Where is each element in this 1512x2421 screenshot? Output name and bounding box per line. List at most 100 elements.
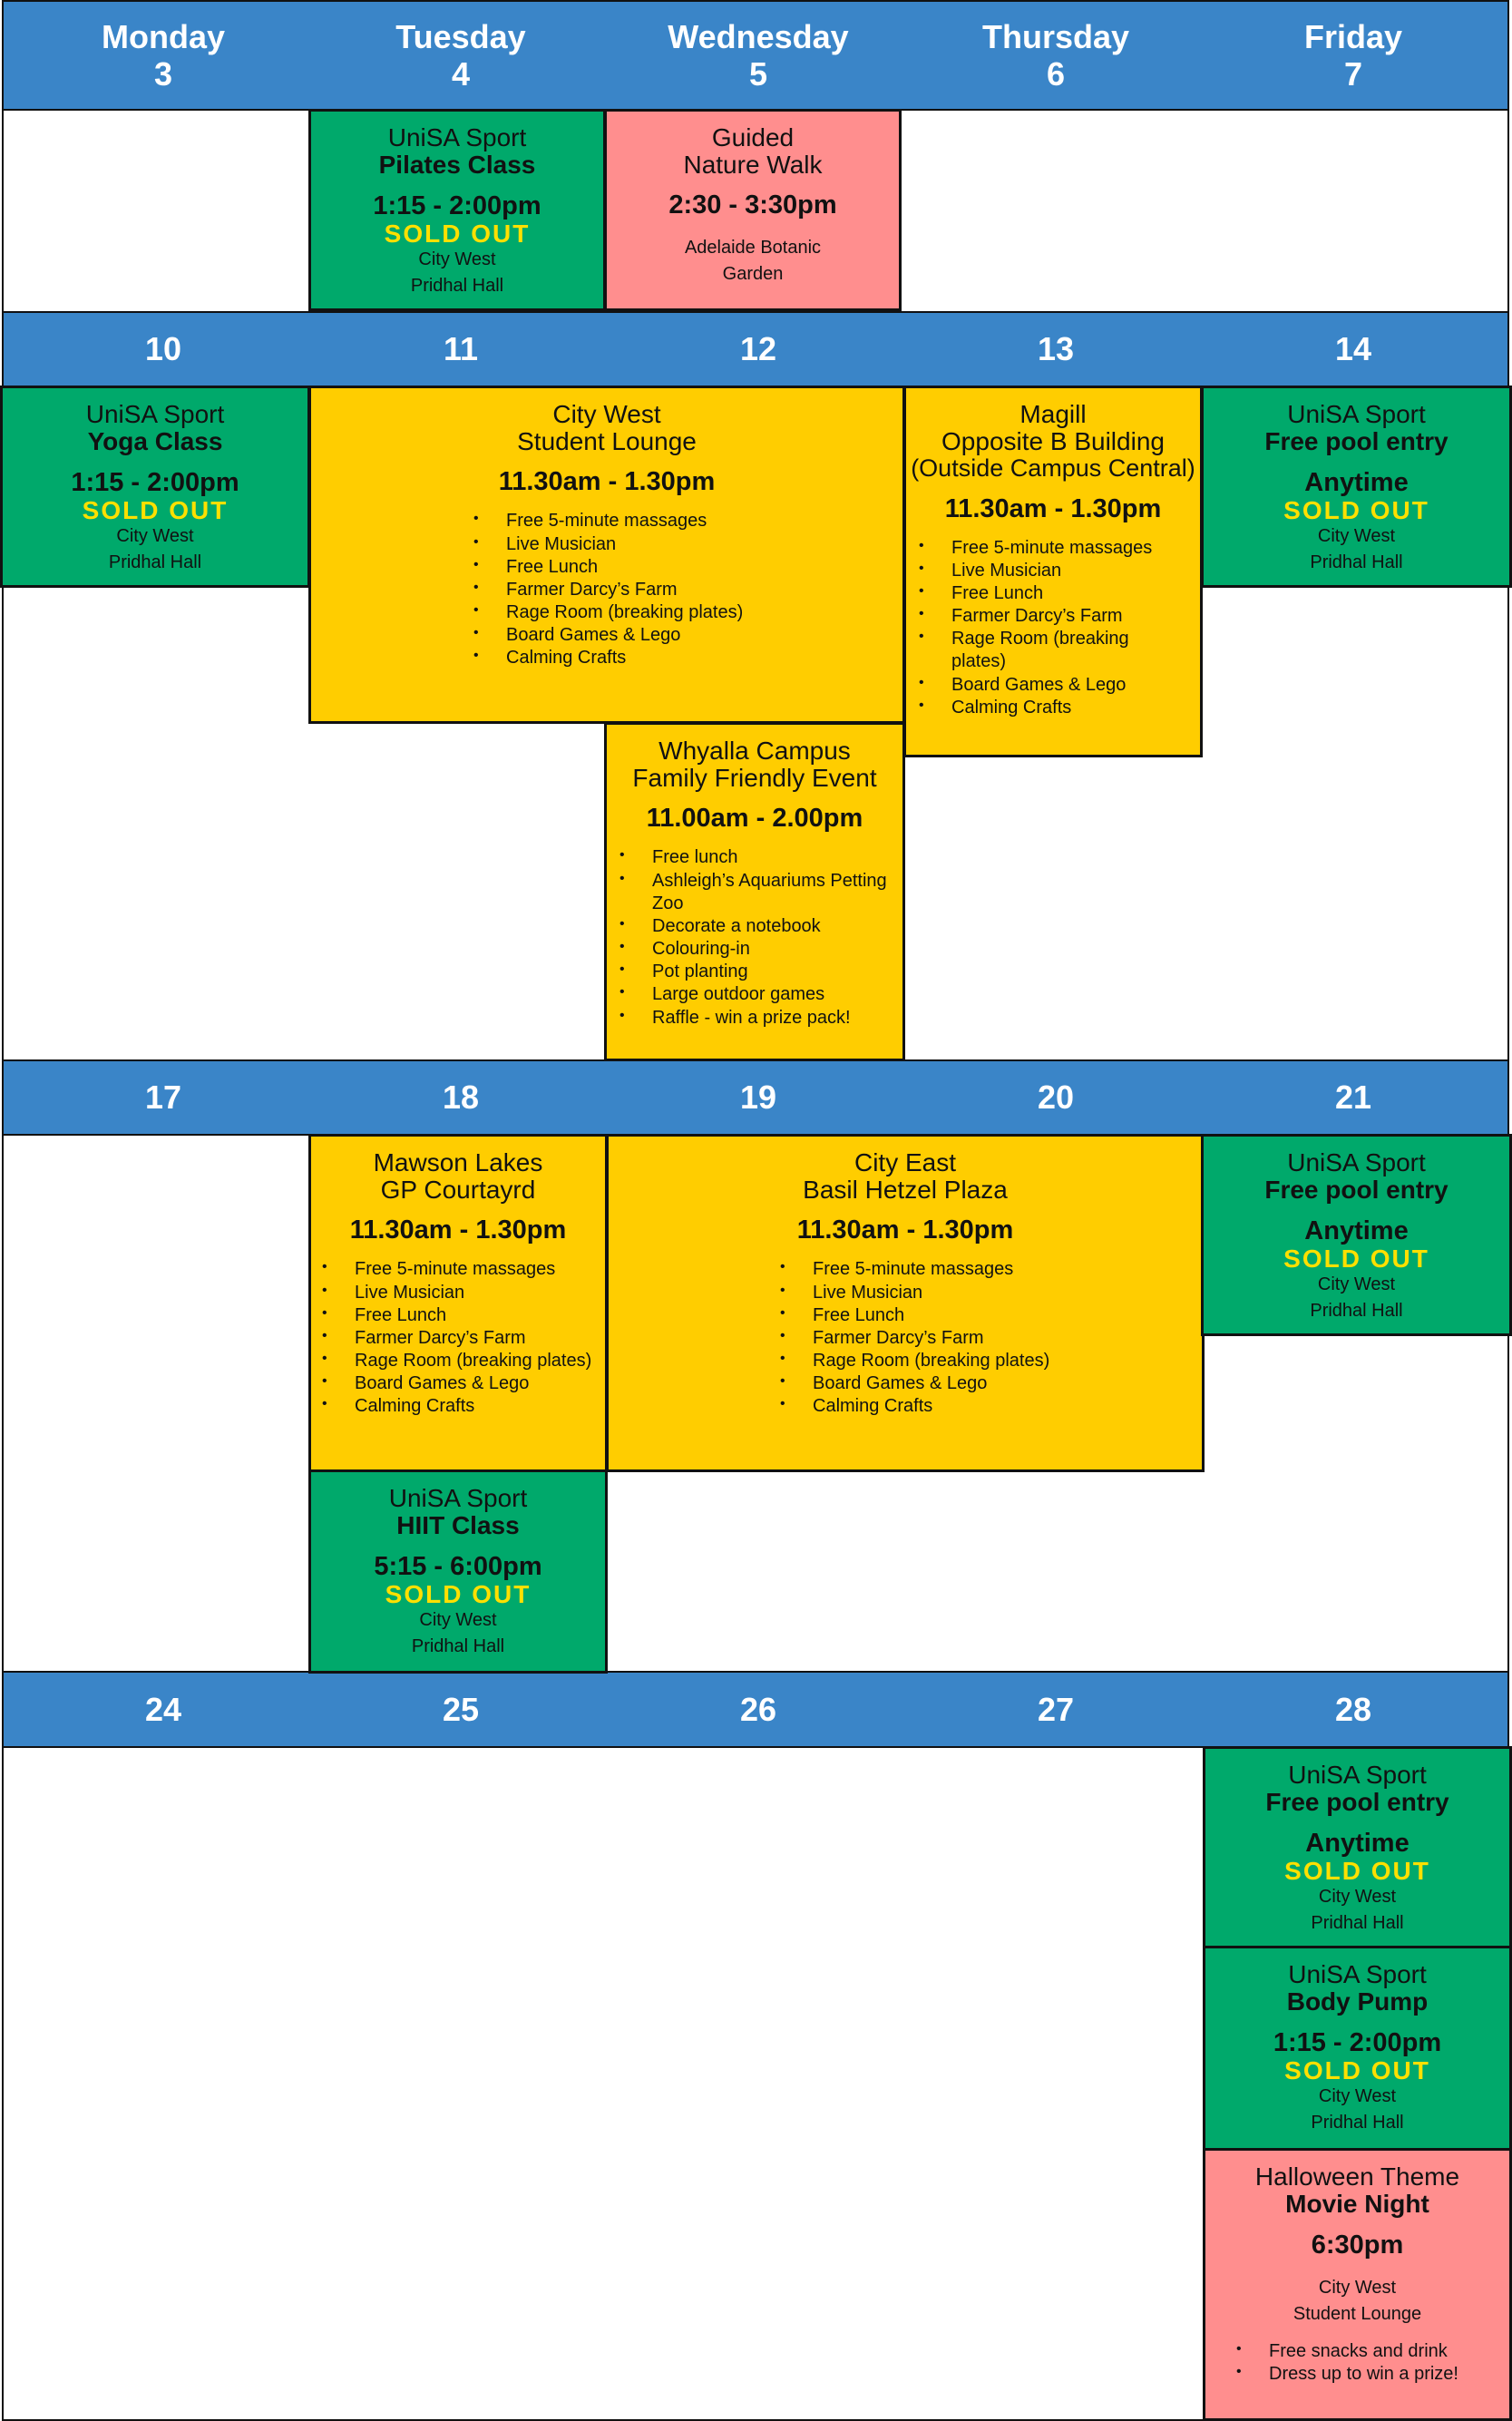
sold-out-badge: SOLD OUT	[385, 1579, 532, 1608]
list-item: Calming Crafts	[919, 697, 1187, 719]
list-item: Free lunch	[619, 846, 897, 869]
list-item: Ashleigh’s Aquariums Petting Zoo	[619, 870, 897, 915]
sold-out-badge: SOLD OUT	[384, 219, 531, 248]
event-pilates[interactable]: UniSA Sport Pilates Class 1:15 - 2:00pm …	[308, 109, 606, 311]
event-org: UniSA Sport	[1287, 1148, 1426, 1176]
list-item: Board Games & Lego	[322, 1372, 600, 1395]
day-header: 19	[739, 1079, 777, 1117]
event-location: City West	[1317, 525, 1396, 546]
event-org: UniSA Sport	[1288, 1960, 1427, 1988]
event-time: 11.00am - 2.00pm	[646, 804, 863, 834]
list-item: Live Musician	[322, 1282, 600, 1304]
activity-list: Free snacks and drink Dress up to win a …	[1236, 2340, 1496, 2386]
day-header: 18	[442, 1079, 480, 1117]
list-item: Farmer Darcy’s Farm	[919, 605, 1187, 628]
event-campus: Magill	[1019, 400, 1087, 428]
list-item: Raffle - win a prize pack!	[619, 1007, 897, 1030]
event-venue: Pridhal Hall	[1311, 1912, 1404, 1933]
list-item: Farmer Darcy’s Farm	[322, 1327, 600, 1350]
event-location: City West	[1318, 1886, 1397, 1907]
event-venue: Pridhal Hall	[1310, 552, 1403, 572]
event-campus: Whyalla Campus	[658, 737, 851, 765]
event-venue: Pridhal Hall	[411, 1635, 505, 1656]
event-title: Yoga Class	[87, 427, 223, 456]
sold-out-badge: SOLD OUT	[82, 495, 229, 524]
event-pool-21[interactable]: UniSA Sport Free pool entry Anytime SOLD…	[1201, 1134, 1512, 1336]
event-venue: Student Lounge	[517, 427, 697, 456]
list-item: Free 5-minute massages	[780, 1258, 1076, 1281]
event-location: Adelaide Botanic	[684, 238, 822, 259]
list-item: Free 5-minute massages	[919, 537, 1187, 560]
event-pool-28[interactable]: UniSA Sport Free pool entry Anytime SOLD…	[1203, 1746, 1512, 1948]
event-location: City West	[116, 525, 194, 546]
event-city-west-lounge[interactable]: City West Student Lounge 11.30am - 1.30p…	[308, 386, 905, 724]
event-venue: Pridhal Hall	[108, 552, 202, 572]
day-header: 24	[144, 1690, 182, 1728]
event-time: 6:30pm	[1311, 2231, 1404, 2260]
day-header: 12	[739, 330, 777, 368]
event-venue: GP Courtayrd	[380, 1176, 536, 1205]
event-location: City West	[418, 249, 496, 269]
day-header: 17	[144, 1079, 182, 1117]
event-org: UniSA Sport	[1288, 1761, 1427, 1789]
sold-out-badge: SOLD OUT	[1284, 1856, 1430, 1885]
event-time: 11.30am - 1.30pm	[498, 467, 716, 497]
event-org: UniSA Sport	[1287, 400, 1426, 428]
event-title-line2: Nature Walk	[683, 151, 823, 180]
event-hiit[interactable]: UniSA Sport HIIT Class 5:15 - 6:00pm SOL…	[308, 1469, 608, 1674]
day-header: 14	[1334, 330, 1372, 368]
sold-out-badge: SOLD OUT	[1283, 1244, 1429, 1273]
list-item: Board Games & Lego	[919, 674, 1187, 697]
event-title: HIIT Class	[396, 1511, 520, 1540]
day-header: 11	[443, 330, 479, 368]
event-yoga[interactable]: UniSA Sport Yoga Class 1:15 - 2:00pm SOL…	[0, 386, 310, 588]
event-location: City West	[419, 1609, 497, 1630]
event-campus: Mawson Lakes	[373, 1148, 543, 1176]
list-item: Live Musician	[919, 560, 1187, 582]
activity-list: Free lunch Ashleigh’s Aquariums Petting …	[619, 846, 897, 1030]
list-item: Rage Room (breaking plates)	[473, 601, 769, 624]
event-nature-walk[interactable]: Guided Nature Walk 2:30 - 3:30pm Adelaid…	[604, 109, 902, 311]
list-item: Calming Crafts	[780, 1395, 1076, 1418]
list-item: Calming Crafts	[473, 647, 769, 669]
event-venue: Pridhal Hall	[1310, 1300, 1403, 1321]
event-org: UniSA Sport	[388, 1484, 528, 1512]
event-city-east[interactable]: City East Basil Hetzel Plaza 11.30am - 1…	[606, 1134, 1205, 1472]
day-header: 13	[1037, 330, 1075, 368]
event-time: 1:15 - 2:00pm	[71, 468, 239, 498]
event-title: Free pool entry	[1264, 427, 1449, 456]
event-halloween-movie[interactable]: Halloween Theme Movie Night 6:30pm City …	[1203, 2148, 1512, 2421]
event-time: Anytime	[1305, 1829, 1410, 1859]
list-item: Pot planting	[619, 961, 897, 983]
day-header: 27	[1037, 1690, 1075, 1728]
event-org: UniSA Sport	[387, 123, 527, 151]
list-item: Dress up to win a prize!	[1236, 2363, 1496, 2386]
event-title: Free pool entry	[1264, 1176, 1449, 1205]
event-location: City West	[1317, 1274, 1396, 1294]
list-item: Live Musician	[780, 1282, 1076, 1304]
event-campus: City West	[552, 400, 661, 428]
list-item: Live Musician	[473, 533, 769, 556]
event-mawson-lakes[interactable]: Mawson Lakes GP Courtayrd 11.30am - 1.30…	[308, 1134, 608, 1472]
event-body-pump[interactable]: UniSA Sport Body Pump 1:15 - 2:00pm SOLD…	[1203, 1946, 1512, 2151]
event-title: Pilates Class	[378, 151, 536, 180]
list-item: Rage Room (breaking plates)	[780, 1350, 1076, 1372]
event-time: 11.30am - 1.30pm	[349, 1215, 567, 1245]
list-item: Rage Room (breaking plates)	[322, 1350, 600, 1372]
event-whyalla[interactable]: Whyalla Campus Family Friendly Event 11.…	[604, 722, 905, 1061]
sold-out-badge: SOLD OUT	[1283, 495, 1429, 524]
list-item: Farmer Darcy’s Farm	[780, 1327, 1076, 1350]
event-theme: Halloween Theme	[1254, 2162, 1460, 2191]
list-item: Rage Room (breaking plates)	[919, 628, 1187, 673]
event-pool-14[interactable]: UniSA Sport Free pool entry Anytime SOLD…	[1201, 386, 1512, 588]
event-venue: Student Lounge	[1293, 2303, 1422, 2324]
event-magill[interactable]: Magill Opposite B Building (Outside Camp…	[903, 386, 1203, 757]
list-item: Free 5-minute massages	[473, 510, 769, 532]
event-venue: Basil Hetzel Plaza	[803, 1176, 1008, 1205]
